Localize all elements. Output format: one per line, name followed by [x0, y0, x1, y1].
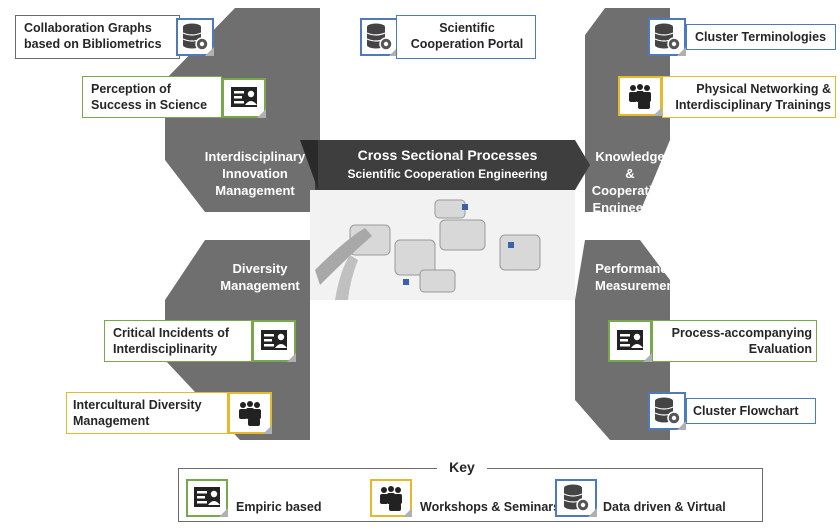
- puzzle-pieces: [349, 199, 541, 293]
- key-empiric-label: Empiric based: [236, 500, 322, 514]
- key-workshops-label: Workshops & Seminars: [420, 500, 561, 514]
- item-portal-label: Scientific Cooperation Portal: [410, 21, 524, 51]
- item-portal: Scientific Cooperation Portal: [396, 15, 536, 59]
- quadrant-label-innovation: Interdisciplinary Innovation Management: [204, 149, 306, 198]
- database-gear-icon: [648, 392, 686, 430]
- item-cluster-terminologies-label: Cluster Terminologies: [695, 30, 827, 44]
- item-cluster-flowchart: Cluster Flowchart: [686, 398, 816, 424]
- item-collab-graphs-label: Collaboration Graphs based on Bibliometr…: [24, 21, 162, 51]
- item-process-eval-label: Process-accompanying Evaluation: [671, 326, 812, 356]
- key-data-label: Data driven & Virtual: [603, 500, 726, 514]
- item-intercultural: Intercultural Diversity Management: [66, 392, 228, 434]
- item-process-eval: Process-accompanying Evaluation: [652, 320, 817, 362]
- people-icon: [370, 479, 412, 517]
- item-physical-networking: Physical Networking & Interdisciplinary …: [662, 76, 836, 118]
- item-physical-networking-label: Physical Networking & Interdisciplinary …: [675, 82, 831, 112]
- id-card-icon: [252, 320, 296, 362]
- quadrant-label-performance: Performance Measurement: [595, 261, 679, 293]
- people-icon: [228, 392, 272, 434]
- quadrant-label-knowledge: Knowledge & Cooperation Engineering: [591, 149, 669, 215]
- item-critical-incidents-label: Critical Incidents of Interdisciplinarit…: [113, 326, 229, 356]
- center-banner: [315, 140, 590, 190]
- people-icon: [618, 76, 662, 116]
- item-intercultural-label: Intercultural Diversity Management: [73, 398, 202, 428]
- database-gear-icon: [176, 18, 214, 56]
- item-collab-graphs: Collaboration Graphs based on Bibliometr…: [15, 15, 180, 59]
- id-card-icon: [186, 479, 228, 517]
- database-gear-icon: [360, 18, 398, 56]
- item-cluster-terminologies: Cluster Terminologies: [686, 24, 836, 50]
- item-cluster-flowchart-label: Cluster Flowchart: [693, 404, 799, 418]
- item-perception: Perception of Success in Science: [82, 76, 222, 118]
- key-title: Key: [437, 459, 487, 475]
- id-card-icon: [608, 320, 652, 362]
- robot-arm: [315, 228, 372, 285]
- item-critical-incidents: Critical Incidents of Interdisciplinarit…: [104, 320, 252, 362]
- center-subtitle: Scientific Cooperation Engineering: [347, 167, 548, 181]
- database-gear-icon: [555, 479, 597, 517]
- id-card-icon: [222, 78, 266, 118]
- center-title: Cross Sectional Processes: [357, 147, 538, 163]
- database-gear-icon: [648, 18, 686, 56]
- item-perception-label: Perception of Success in Science: [91, 82, 208, 112]
- quadrant-label-diversity: Diversity Management: [220, 261, 300, 293]
